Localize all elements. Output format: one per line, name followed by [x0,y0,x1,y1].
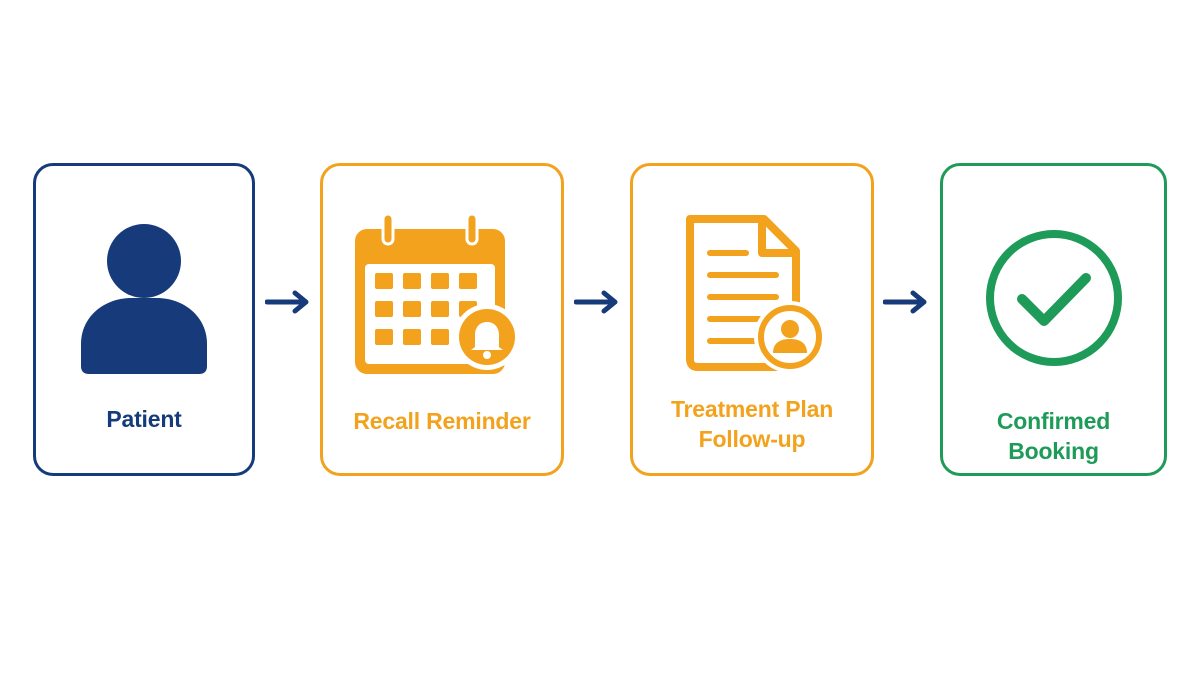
step-card-confirmed-booking: Confirmed Booking [940,163,1167,476]
check-circle-icon [943,226,1164,370]
arrow-right-icon [883,290,927,314]
arrow-right-icon [265,290,309,314]
step-label: Treatment Plan Follow-up [670,396,834,452]
step-label: Recall Reminder [353,408,531,434]
step-card-recall-reminder: Recall Reminder [320,163,564,476]
person-icon [36,216,252,376]
step-label: Patient [106,406,182,432]
arrow-right-icon [574,290,618,314]
step-card-treatment-plan-follow-up: Treatment Plan Follow-up [630,163,874,476]
calendar-bell-icon [323,209,561,374]
step-label: Confirmed Booking [996,408,1111,464]
step-card-patient: Patient [33,163,255,476]
document-person-icon [633,209,871,379]
